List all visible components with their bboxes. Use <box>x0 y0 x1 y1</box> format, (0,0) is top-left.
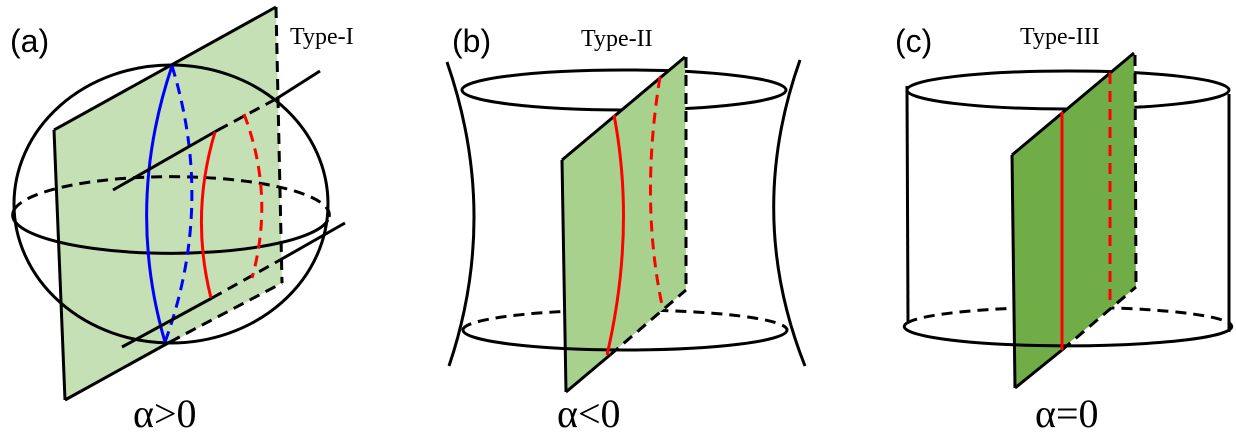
top-ellipse <box>460 68 788 112</box>
panel-label: (c) <box>895 23 932 59</box>
top-ellipse <box>905 69 1231 111</box>
right-side-curve <box>772 59 807 367</box>
bottom-ellipse-front <box>461 329 789 352</box>
alpha-condition: α>0 <box>133 391 197 436</box>
red-curve-back <box>242 113 264 279</box>
blue-curve-front <box>145 65 174 343</box>
alpha-condition: α<0 <box>557 391 621 436</box>
red-curve-front <box>605 114 625 356</box>
panel-label: (a) <box>10 23 49 59</box>
alpha-condition: α=0 <box>1035 391 1099 436</box>
bottom-ellipse-front <box>902 321 1230 348</box>
panel-b: (b) Type-II α<0 <box>445 23 807 436</box>
panel-label: (b) <box>452 23 491 59</box>
equator-front <box>11 209 330 255</box>
red-curve-back <box>649 76 664 306</box>
type-label: Type-III <box>1020 24 1100 50</box>
type-label: Type-II <box>581 26 653 52</box>
plane-c <box>1012 53 1136 388</box>
red-curve-front <box>199 131 217 299</box>
type-label: Type-I <box>290 24 354 50</box>
blue-curve-back <box>163 65 194 343</box>
panel-c: (c) Type-III α=0 <box>895 23 1234 436</box>
panel-a: (a) Type-I α>0 <box>10 5 354 436</box>
left-side-curve <box>445 61 476 367</box>
sphere-outline <box>12 63 330 345</box>
plane-a <box>54 7 282 400</box>
